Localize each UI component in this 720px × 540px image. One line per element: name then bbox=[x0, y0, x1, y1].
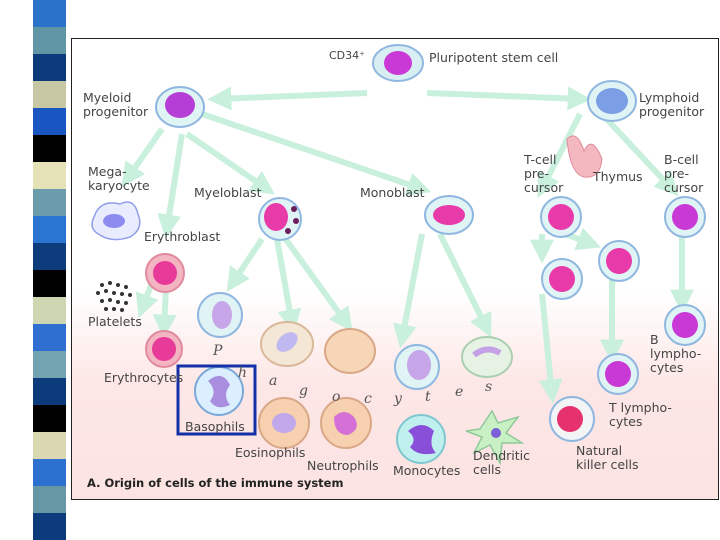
basophils-label: Basophils bbox=[185, 419, 245, 434]
strip-block bbox=[33, 243, 66, 270]
strip-block bbox=[33, 324, 66, 351]
monocytes-label: Monocytes bbox=[393, 463, 461, 478]
phagocytes-letter: e bbox=[455, 384, 464, 400]
erythrocytes-label: Erythrocytes bbox=[104, 370, 184, 385]
monoblast-label: Monoblast bbox=[360, 185, 425, 200]
megakaryocyte-cell bbox=[91, 201, 141, 241]
metamyelocyte-cell bbox=[324, 328, 376, 374]
phagocytes-letter: h bbox=[238, 365, 248, 381]
diagram-panel: CD34⁺ Pluripotent stem cell Myeloid prog… bbox=[71, 38, 719, 500]
strip-block bbox=[33, 216, 66, 243]
myeloid-progenitor-label: Myeloid progenitor bbox=[83, 90, 149, 119]
myeloblast-cell bbox=[258, 197, 302, 241]
erythroblast-label: Erythroblast bbox=[144, 229, 221, 244]
basophil-cell bbox=[194, 366, 244, 416]
erythrocyte-cell bbox=[145, 330, 183, 368]
strip-block bbox=[33, 351, 66, 378]
phagocytes-letter: s bbox=[485, 379, 493, 395]
strip-block bbox=[33, 297, 66, 324]
b-lymphocytes-label: B lympho- cytes bbox=[650, 332, 702, 375]
figure-title: A. Origin of cells of the immune system bbox=[87, 476, 344, 490]
strip-block bbox=[33, 54, 66, 81]
lymphoid-progenitor-label: Lymphoid progenitor bbox=[639, 90, 705, 119]
thymus-organ bbox=[566, 135, 603, 178]
phagocytes-letter: g bbox=[299, 383, 308, 399]
strip-block bbox=[33, 405, 66, 432]
strip-block bbox=[33, 459, 66, 486]
myelocyte-cell bbox=[260, 321, 314, 367]
phagocytes-letter: c bbox=[364, 391, 372, 407]
promyelocyte-cell bbox=[197, 292, 243, 338]
dendritic-cells-label: Dendritic cells bbox=[473, 448, 531, 477]
eosinophils-label: Eosinophils bbox=[235, 445, 306, 460]
diagram-graphics bbox=[91, 44, 706, 466]
neutrophil-cell bbox=[320, 397, 372, 449]
strip-block bbox=[33, 81, 66, 108]
erythroblast-cell bbox=[145, 253, 185, 293]
strip-block bbox=[33, 270, 66, 297]
strip-block bbox=[33, 135, 66, 162]
strip-block bbox=[33, 189, 66, 216]
pluripotent-stem-cell-label: Pluripotent stem cell bbox=[429, 50, 559, 65]
natural-killer-cells-label: Natural killer cells bbox=[576, 443, 639, 472]
strip-block bbox=[33, 108, 66, 135]
basophil-highlight-box bbox=[176, 364, 257, 436]
strip-block bbox=[33, 432, 66, 459]
strip-block bbox=[33, 27, 66, 54]
phagocytes-letter: a bbox=[269, 373, 278, 389]
strip-block bbox=[33, 486, 66, 513]
phagocytes-letter: P bbox=[213, 343, 223, 359]
lymphoid-progenitor-cell bbox=[587, 80, 637, 122]
strip-block bbox=[33, 513, 66, 540]
platelets-cluster bbox=[96, 281, 132, 312]
t-lymphocytes-label: T lympho- cytes bbox=[609, 400, 672, 429]
natural-killer-cell bbox=[549, 396, 595, 442]
t-cell-precursor-label: T-cell pre- cursor bbox=[524, 152, 564, 195]
pluripotent-stem-cell bbox=[372, 44, 424, 82]
neutrophils-label: Neutrophils bbox=[307, 458, 379, 473]
dendritic-cell bbox=[465, 409, 525, 466]
b-cell-precursor-cell bbox=[664, 196, 706, 238]
strip-block bbox=[33, 378, 66, 405]
phagocytes-letter: y bbox=[394, 391, 402, 407]
phagocytes-letter: t bbox=[425, 389, 431, 405]
t-cell-intermediate-1 bbox=[541, 258, 583, 300]
monoblast-cell bbox=[424, 195, 474, 235]
dendritic-precursor-cell bbox=[461, 336, 513, 378]
phagocytes-letter: o bbox=[332, 389, 341, 405]
t-cell-intermediate-2 bbox=[598, 240, 640, 282]
eosinophil-cell bbox=[258, 397, 310, 449]
t-lymphocyte-cell bbox=[597, 353, 639, 395]
t-cell-precursor-cell bbox=[540, 196, 582, 238]
strip-block bbox=[33, 0, 66, 27]
decorative-color-strip bbox=[0, 0, 66, 540]
strip-block bbox=[33, 162, 66, 189]
myeloid-progenitor-cell bbox=[155, 86, 205, 128]
b-lymphocyte-cell bbox=[664, 304, 706, 346]
cd34-label: CD34⁺ bbox=[329, 49, 365, 62]
platelets-label: Platelets bbox=[88, 314, 142, 329]
lineage-arrows bbox=[121, 86, 694, 404]
myeloblast-label: Myeloblast bbox=[194, 185, 262, 200]
b-cell-precursor-label: B-cell pre- cursor bbox=[664, 152, 704, 195]
megakaryocyte-label: Mega- karyocyte bbox=[88, 164, 150, 193]
monocyte-cell bbox=[396, 414, 446, 464]
thymus-label: Thymus bbox=[593, 169, 643, 184]
monocyte-precursor-cell bbox=[394, 344, 440, 390]
